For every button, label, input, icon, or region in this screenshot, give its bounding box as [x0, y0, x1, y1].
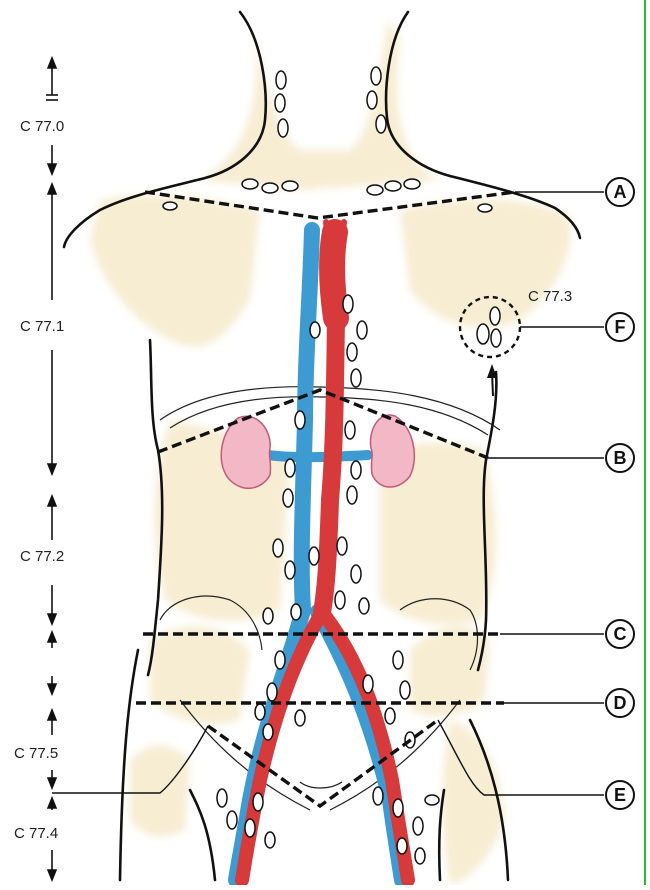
carotid-right: [342, 222, 344, 240]
left-kidney: [221, 416, 270, 488]
pubic-contour: [300, 782, 342, 788]
plane-e-line: [208, 720, 438, 806]
inner-left-leg: [190, 790, 215, 880]
body-outline: [64, 12, 580, 880]
aortic-arch: [332, 232, 336, 318]
region-label-c772: C 77.2: [20, 548, 64, 565]
carotid-left: [326, 222, 328, 240]
plane-marker-e: E: [605, 780, 635, 810]
region-label-c773: C 77.3: [528, 288, 572, 305]
region-label-c774: C 77.4: [14, 825, 58, 842]
plane-marker-c: C: [605, 619, 635, 649]
region-label-c770: C 77.0: [20, 118, 64, 135]
kidneys: [221, 415, 414, 488]
region-label-c775: C 77.5: [14, 745, 58, 762]
renal-veins: [268, 455, 368, 457]
inner-right-leg: [439, 790, 444, 880]
region-label-c771: C 77.1: [20, 318, 64, 335]
aorta: [322, 318, 336, 612]
plane-marker-b: B: [605, 443, 635, 473]
plane-marker-f: F: [605, 312, 635, 342]
right-kidney: [370, 415, 414, 487]
right-edge-rule: [644, 0, 646, 885]
plane-marker-a: A: [605, 177, 635, 207]
plane-marker-d: D: [605, 688, 635, 718]
